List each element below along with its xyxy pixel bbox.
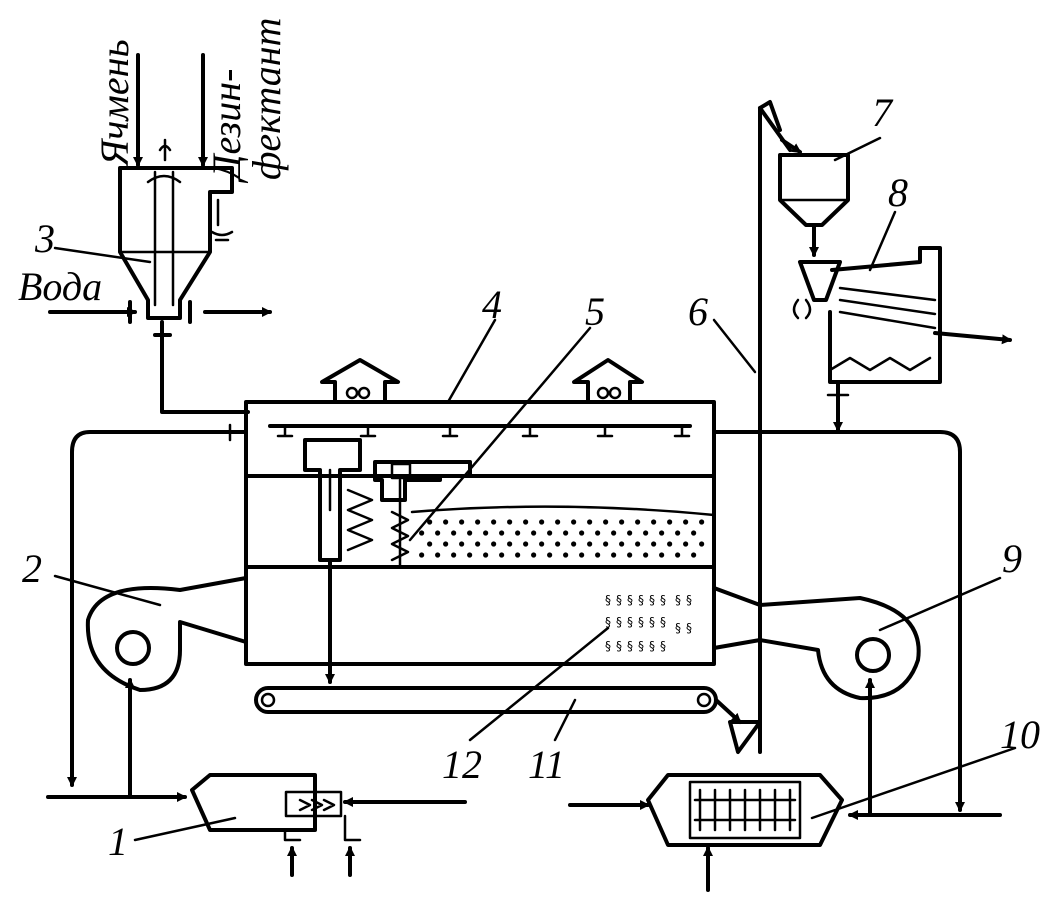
fan-left [85,576,248,692]
svg-text:§: § [649,593,655,607]
callout-3: 3 [34,216,55,261]
svg-text:§: § [605,593,611,607]
tank-to-germinator-pipe [160,320,250,414]
callout-5: 5 [585,289,605,334]
belt-conveyor [254,686,762,754]
svg-text:§: § [605,615,611,629]
turner-right [373,460,472,502]
svg-text:§: § [605,639,611,653]
air-ductwork [46,423,1002,892]
air-heater-10 [646,773,844,847]
fan-right [712,586,921,701]
svg-text:§: § [649,615,655,629]
svg-text:§: § [660,615,666,629]
svg-text:§: § [616,639,622,653]
callout-8: 8 [888,170,908,215]
air-heater-coils: § § § § § § § § § § § § § § § § § § § § § § [605,593,692,653]
callout-6: 6 [688,289,708,334]
callout-1: 1 [108,819,128,864]
elevator-boot [728,720,762,754]
bucket-elevator [712,100,802,754]
malt-bed [419,519,705,558]
callout-12: 12 [442,742,482,787]
steeping-tank-body [118,166,234,320]
steeping-tank [48,53,272,414]
svg-text:§: § [686,593,692,607]
roof-vent-left [320,358,400,404]
screw-agitator [390,510,410,562]
turner-left [303,438,362,562]
air-heater-1 [190,773,467,877]
svg-text:§: § [616,615,622,629]
callout-2: 2 [22,546,42,591]
svg-text:§: § [638,639,644,653]
callout-10: 10 [1000,712,1040,757]
water-label: Вода [18,264,102,309]
malt-hopper [778,153,850,257]
germination-chamber: § § § § § § § § § § § § § § § § § § § § § § [244,358,716,684]
svg-text:§: § [675,593,681,607]
callout-7: 7 [872,90,894,135]
svg-text:§: § [638,593,644,607]
disinfectant-label-2: фектант [244,18,289,180]
barley-label: Ячмень [92,39,137,168]
svg-text:§: § [627,615,633,629]
callout-9: 9 [1002,536,1022,581]
cleaning-machine [792,246,1012,432]
svg-text:§: § [675,621,681,635]
malt-output-arrow [933,331,1012,345]
svg-text:§: § [627,593,633,607]
germination-chamber-body [244,400,716,666]
disinfectant-label-1: Дезин- [204,69,249,184]
svg-text:§: § [638,615,644,629]
svg-text:§: § [616,593,622,607]
callout-4: 4 [482,282,502,327]
svg-text:§: § [660,639,666,653]
callout-11: 11 [528,742,565,787]
callout-leaders [53,136,1017,842]
svg-text:§: § [660,593,666,607]
svg-text:§: § [686,621,692,635]
svg-text:§: § [649,639,655,653]
roof-vent-right [572,358,644,404]
svg-text:§: § [627,639,633,653]
